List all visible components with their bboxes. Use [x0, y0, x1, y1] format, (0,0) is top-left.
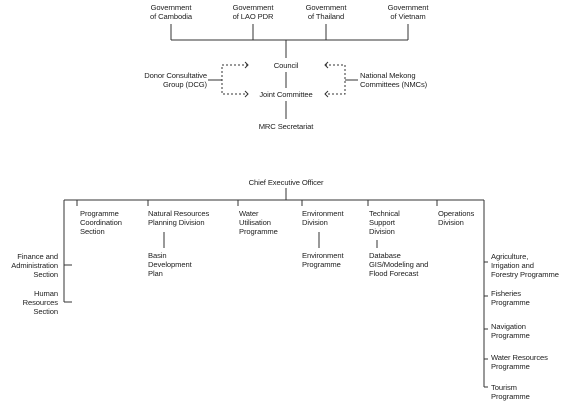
dcg-box: Donor Consultative Group (DCG) [144, 71, 207, 89]
division-natural-resources: Natural Resources Planning Division [148, 209, 210, 227]
ceo-box: Chief Executive Officer [248, 178, 324, 187]
basin-development-plan: Basin Development Plan [148, 251, 192, 278]
division-operations: Operations Division [438, 209, 475, 227]
joint-committee-box: Joint Committee [259, 90, 313, 99]
government-thailand-box: Government of Thailand [305, 3, 347, 21]
database-gis-box: Database GIS/Modeling and Flood Forecast [369, 251, 429, 278]
human-resources-section: Human Resources Section [22, 289, 59, 316]
council-box: Council [273, 61, 299, 70]
government-vietnam-box: Government of Vietnam [387, 3, 429, 21]
nmc-box: National Mekong Committees (NMCs) [360, 71, 428, 89]
government-cambodia-box: Government of Cambodia [150, 3, 192, 21]
mrc-secretariat-box: MRC Secretariat [258, 122, 314, 131]
division-technical-support: Technical Support Division [369, 209, 400, 236]
environment-programme: Environment Programme [302, 251, 344, 269]
division-environment: Environment Division [302, 209, 344, 227]
programme-fisheries: Fisheries Programme [491, 289, 530, 307]
programme-water-resources: Water Resources Programme [491, 353, 548, 371]
division-programme-coordination: Programme Coordination Section [80, 209, 122, 236]
finance-admin-section: Finance and Administration Section [11, 252, 58, 279]
division-water-utilisation: Water Utilisation Programme [239, 209, 278, 236]
programme-agriculture: Agriculture, Irrigation and Forestry Pro… [491, 252, 559, 279]
programme-navigation: Navigation Programme [491, 322, 530, 340]
government-lao-box: Government of LAO PDR [232, 3, 274, 21]
programme-tourism: Tourism Programme [491, 383, 530, 401]
